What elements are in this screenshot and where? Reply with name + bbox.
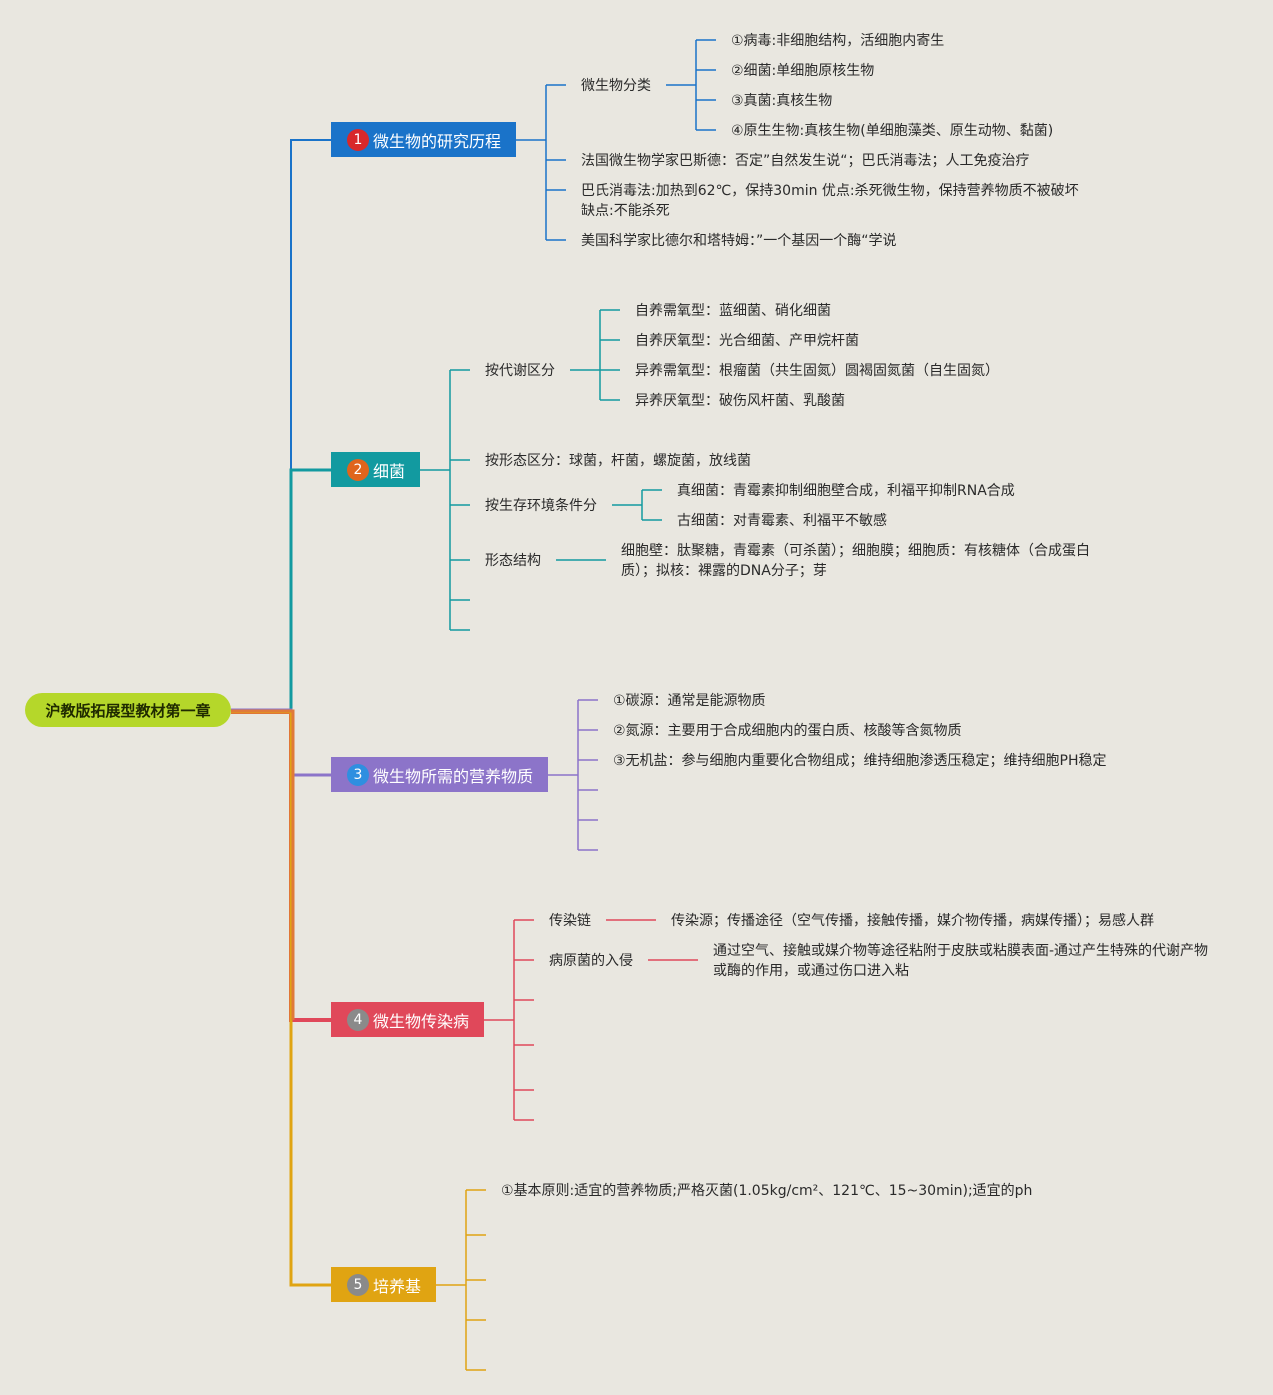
root-stem (231, 709, 295, 1020)
node-nitrogen-source[interactable]: ②氮源：主要用于合成细胞内的蛋白质、核酸等含氮物质 (613, 723, 962, 739)
root-title: 沪教版拓展型教材第一章 (45, 701, 211, 720)
node-morphology[interactable]: 形态结构 (485, 553, 541, 569)
node-infection-chain[interactable]: 传染链 (549, 913, 591, 929)
root-to-branch-2 (231, 468, 331, 712)
node-virus[interactable]: ①病毒:非细胞结构，活细胞内寄生 (731, 33, 945, 49)
node-pathogen-invasion-detail[interactable]: 通过空气、接触或媒介物等途径粘附于皮肤或粘膜表面-通过产生特殊的代谢产物或酶的作… (713, 943, 1209, 979)
node-inorganic-salt[interactable]: ③无机盐：参与细胞内重要化合物组成；维持细胞渗透压稳定；维持细胞PH稳定 (613, 753, 1107, 769)
root-to-branch-1 (231, 139, 331, 711)
node-pathogen-invasion[interactable]: 病原菌的入侵 (549, 953, 633, 969)
node-infection-chain-detail[interactable]: 传染源；传播途径（空气传播，接触传播，媒介物传播，病媒传播）；易感人群 (671, 913, 1154, 929)
branch-infectious-disease[interactable]: 4 微生物传染病 (331, 1002, 484, 1037)
branch-nutrients[interactable]: 3 微生物所需的营养物质 (331, 757, 548, 792)
node-pasteur[interactable]: 法国微生物学家巴斯德：否定”自然发生说“；巴氏消毒法；人工免疫治疗 (581, 153, 1030, 169)
branch-research-history[interactable]: 1 微生物的研究历程 (331, 122, 516, 157)
node-autotroph-aerobic[interactable]: 自养需氧型：蓝细菌、硝化细菌 (635, 303, 831, 319)
number-badge-5: 5 (347, 1273, 369, 1296)
number-badge-4: 4 (347, 1008, 369, 1031)
node-carbon-source[interactable]: ①碳源：通常是能源物质 (613, 693, 766, 709)
node-bacteria[interactable]: ②细菌:单细胞原核生物 (731, 63, 875, 79)
branch-culture-medium[interactable]: 5 培养基 (331, 1267, 436, 1302)
node-beadle-tatum[interactable]: 美国科学家比德尔和塔特姆：”一个基因一个酶“学说 (581, 233, 897, 249)
node-protists[interactable]: ④原生生物:真核生物(单细胞藻类、原生动物、黏菌) (731, 123, 1054, 139)
branch-label: 微生物传染病 (373, 1011, 470, 1031)
root-to-branch-3 (231, 708, 331, 777)
root-node[interactable]: 沪教版拓展型教材第一章 (25, 693, 231, 727)
branch-label: 微生物的研究历程 (373, 131, 502, 151)
node-microbe-classification[interactable]: 微生物分类 (581, 78, 651, 94)
number-badge-2: 2 (347, 458, 369, 481)
node-fungi[interactable]: ③真菌:真核生物 (731, 93, 833, 109)
node-cell-structure[interactable]: 细胞壁：肽聚糖，青霉素（可杀菌）；细胞膜；细胞质：有核糖体（合成蛋白质）；拟核：… (621, 543, 1090, 579)
node-heterotroph-anaerobic[interactable]: 异养厌氧型：破伤风杆菌、乳酸菌 (635, 393, 845, 409)
node-autotroph-anaerobic[interactable]: 自养厌氧型：光合细菌、产甲烷杆菌 (635, 333, 859, 349)
node-eubacteria[interactable]: 真细菌：青霉素抑制细胞壁合成，利福平抑制RNA合成 (677, 483, 1015, 499)
number-badge-3: 3 (347, 763, 369, 786)
root-to-branch-5 (231, 710, 331, 1287)
node-archaea[interactable]: 古细菌：对青霉素、利福平不敏感 (677, 513, 887, 529)
node-by-environment[interactable]: 按生存环境条件分 (485, 498, 597, 514)
number-badge-1: 1 (347, 128, 369, 151)
branch-bacteria[interactable]: 2 细菌 (331, 452, 420, 487)
branch-label: 培养基 (373, 1276, 422, 1296)
branch-label: 微生物所需的营养物质 (373, 766, 534, 786)
node-pasteurization[interactable]: 巴氏消毒法:加热到62℃，保持30min 优点:杀死微生物，保持营养物质不被破坏… (581, 183, 1079, 219)
root-to-branch-4 (231, 710, 331, 1022)
node-by-metabolism[interactable]: 按代谢区分 (485, 363, 555, 379)
node-basic-principle[interactable]: ①基本原则:适宜的营养物质;严格灭菌(1.05kg/cm²、121℃、15~30… (501, 1183, 1033, 1199)
node-by-shape[interactable]: 按形态区分：球菌，杆菌，螺旋菌，放线菌 (485, 453, 751, 469)
branch-label: 细菌 (373, 461, 406, 481)
node-heterotroph-aerobic[interactable]: 异养需氧型：根瘤菌（共生固氮）圆褐固氮菌（自生固氮） (635, 363, 999, 379)
